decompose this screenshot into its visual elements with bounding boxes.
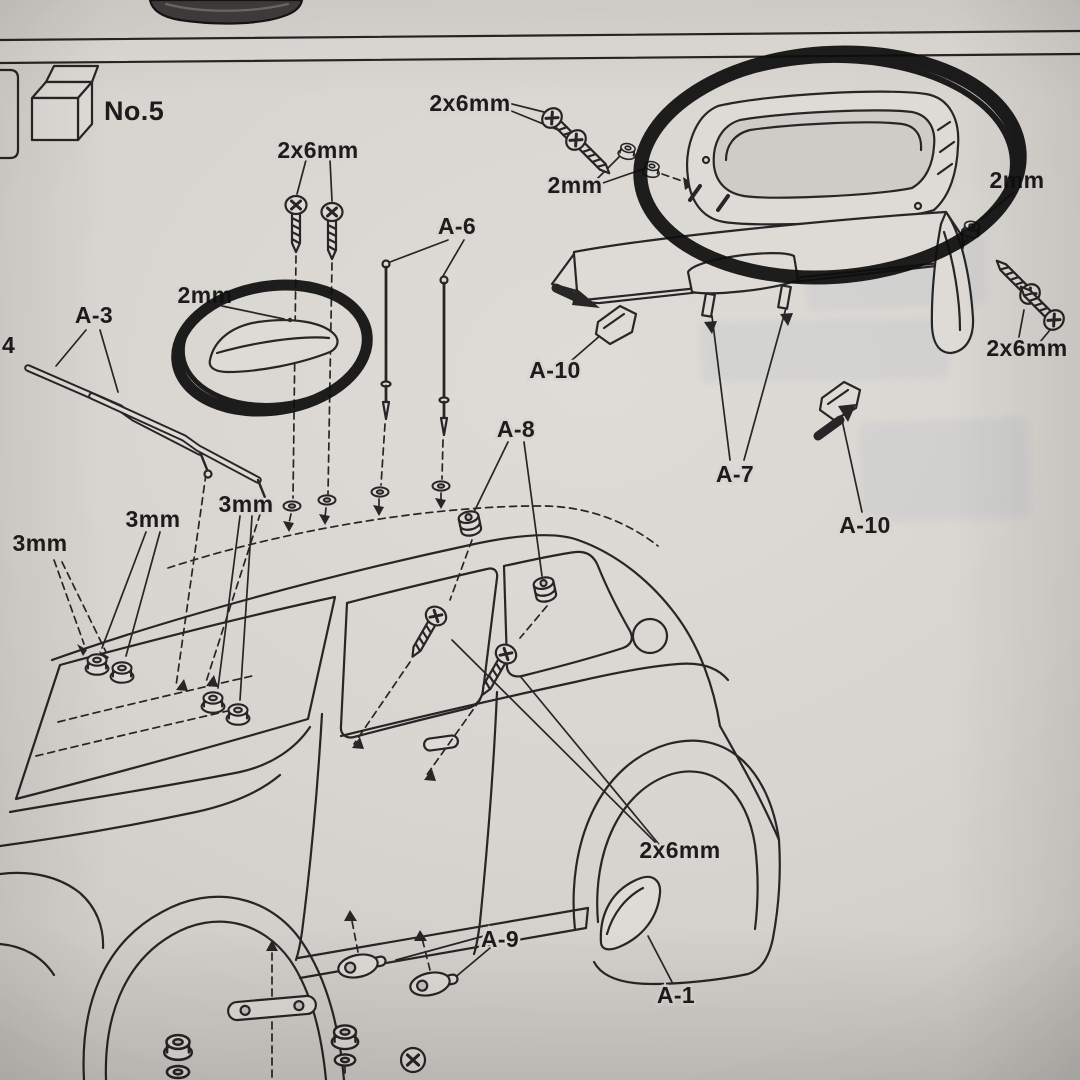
- spoiler-peg-2: [777, 284, 792, 310]
- rear-bumper-outline: [592, 838, 781, 986]
- step-number-label: No.5: [104, 96, 164, 126]
- spoiler-peg-1: [701, 292, 716, 318]
- callout-3mm-center: 3mm: [219, 491, 274, 517]
- grommet-a8-2: [531, 574, 559, 605]
- callout-2x6mm-top-left: 2x6mm: [277, 137, 358, 163]
- clip-a9-2: [409, 971, 459, 997]
- callout-2x6mm-top-right: 2x6mm: [429, 90, 510, 116]
- hood-cut-line: [0, 773, 282, 848]
- car-body-shell: [0, 505, 781, 1080]
- roof-washer-2: [317, 494, 337, 506]
- roof-cap-part: [208, 317, 339, 374]
- spoiler-top-pin-2: [716, 194, 730, 212]
- part-label-a7: A-7: [716, 461, 754, 487]
- callout-3mm-left: 3mm: [126, 506, 181, 532]
- nut-2mm-tr-1: [616, 141, 639, 162]
- washer-bottom-1: [165, 1064, 191, 1080]
- callout-2mm-top-right: 2mm: [548, 172, 603, 198]
- left-cropped-panel-border: [0, 68, 20, 160]
- antenna-part-2: [438, 275, 450, 437]
- door-front-seam: [294, 712, 324, 962]
- callout-2x6mm-right: 2x6mm: [986, 335, 1067, 361]
- screw-2x6-left-2: [320, 201, 344, 261]
- clip-a10-right: [813, 380, 862, 441]
- rear-pillar-to-bumper: [718, 724, 781, 842]
- marker-highlight-circles: [171, 45, 1027, 417]
- wiper-blade-parts: [24, 364, 271, 507]
- parts-box-icon: [44, 64, 100, 84]
- nut-bottom-2: [330, 1024, 360, 1051]
- rocker-end: [584, 906, 590, 930]
- windshield-hidden-line-1: [57, 675, 253, 723]
- front-bumper-line-2: [0, 942, 56, 977]
- front-wheel-arch-outer: [82, 895, 346, 1080]
- mirror-part-a1: [599, 875, 662, 951]
- spoiler-top-hole-right: [913, 201, 923, 211]
- part-label-a4-cropped: 4: [2, 332, 15, 358]
- washer-bottom-2: [333, 1053, 357, 1067]
- rear-wheel-arch-inner: [596, 770, 759, 931]
- clip-a10-left: [551, 283, 638, 346]
- part-label-a3: A-3: [75, 302, 113, 328]
- part-label-a1: A-1: [657, 982, 695, 1008]
- spoiler-top-pin-1: [688, 184, 702, 202]
- antenna-part-1: [380, 259, 392, 421]
- grommet-a8-1: [456, 508, 484, 539]
- callout-3mm-far-left: 3mm: [13, 530, 68, 556]
- bold-arrow-a10-right: [813, 415, 845, 441]
- front-bumper-line-1: [0, 871, 105, 950]
- parts-box-front-face: [30, 96, 80, 142]
- windshield-opening: [14, 595, 337, 801]
- car-roof-ridge-hidden-line: [167, 505, 659, 569]
- nut-3mm-4: [225, 703, 251, 726]
- bracket-part: [227, 994, 317, 1022]
- roof-washer-3: [370, 486, 390, 498]
- door-handle: [423, 734, 459, 752]
- callout-labels: No.5 2x6mm 2x6mm 2mm 2mm 2x6mm 2mm A-3 4…: [0, 88, 1070, 1011]
- nut-bottom-1: [162, 1033, 194, 1062]
- marker-circle-right-overstroke: [638, 56, 1016, 280]
- nut-3mm-2: [109, 661, 135, 684]
- cap-mounting-pin: [287, 317, 293, 323]
- assembly-dashed-lines: [53, 173, 969, 1079]
- callout-leader-lines: [55, 101, 1051, 983]
- previous-step-part-highlight: [164, 2, 290, 12]
- rear-fender-flare-outer: [572, 739, 781, 932]
- door-rear-seam: [472, 690, 499, 956]
- clip-a9-1: [337, 953, 387, 979]
- spoiler-top-part: [686, 90, 960, 226]
- quarter-window-opening: [502, 550, 633, 678]
- part-label-a9: A-9: [481, 926, 519, 952]
- nut-3mm-1: [84, 653, 110, 676]
- rocker-line-top: [296, 906, 590, 960]
- cowl-line: [8, 725, 312, 814]
- beltline: [339, 662, 730, 738]
- nut-3mm-3: [200, 691, 226, 714]
- roof-washer-1: [282, 500, 302, 512]
- car-roof-gutter-line: [50, 534, 722, 728]
- part-label-a6: A-6: [438, 213, 476, 239]
- callout-2x6mm-middle: 2x6mm: [639, 837, 720, 863]
- part-label-a8: A-8: [497, 416, 535, 442]
- header-rule-top: [0, 29, 1080, 42]
- step-parts-box: [30, 64, 100, 142]
- part-label-a10-left: A-10: [529, 357, 580, 383]
- screw-2x6-mid-1: [401, 601, 452, 664]
- screw-bottom: [399, 1046, 427, 1074]
- screw-2x6-left-1: [284, 194, 308, 254]
- roof-washer-4: [431, 480, 451, 492]
- marker-circle-left-overstroke: [179, 282, 371, 408]
- windshield-hidden-line-2: [35, 709, 233, 757]
- part-label-a10-right: A-10: [839, 512, 890, 538]
- fuel-filler-circle: [631, 617, 669, 655]
- spoiler-top-hole-left: [701, 155, 711, 165]
